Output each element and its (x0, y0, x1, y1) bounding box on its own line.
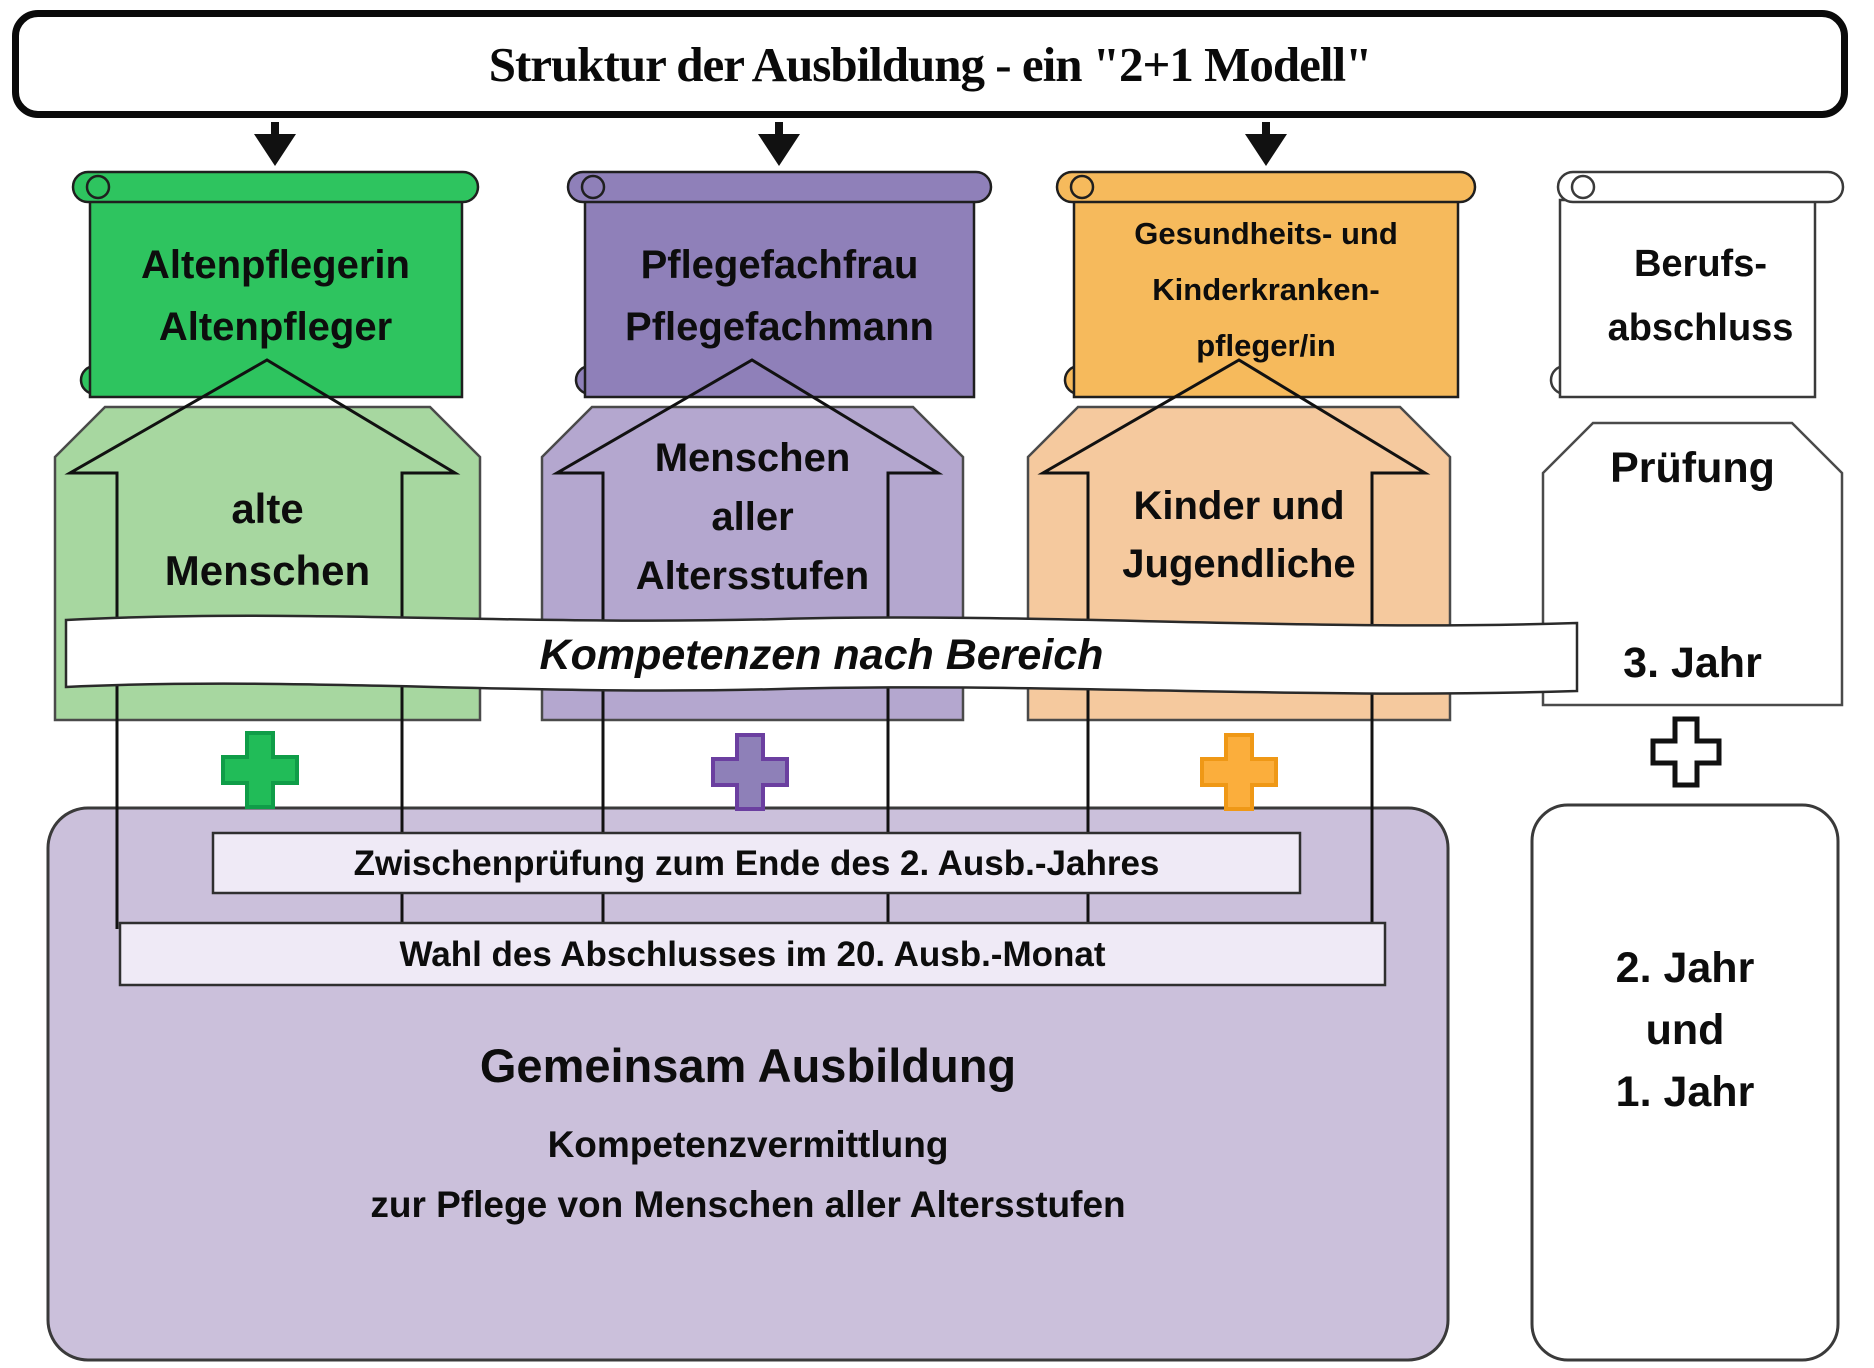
plus-icon-orange (1200, 733, 1278, 811)
common-training-subline1: Kompetenzvermittlung (547, 1124, 949, 1165)
target-line: Altersstufen (635, 554, 870, 598)
target-line: Menschen (164, 547, 371, 594)
scroll-line: Pflegefachmann (625, 305, 934, 349)
target-line: alte (231, 485, 304, 532)
target-line: Menschen (654, 436, 851, 480)
scroll-kinderkranken (1055, 170, 1477, 399)
down-arrow-icon (254, 122, 296, 166)
exam-label: Prüfung (1610, 444, 1775, 492)
zwischenpruefung-bar (211, 831, 1302, 895)
scroll-top-curl-icon (1570, 174, 1596, 200)
scroll-top-curl-icon (580, 174, 606, 200)
year3-label: 3. Jahr (1623, 639, 1762, 687)
up-arrow-outline-kinderkranken (1037, 358, 1431, 929)
scroll-label-altenpflege: Altenpflegerin Altenpfleger (73, 234, 478, 358)
years-line: 1. Jahr (1615, 1068, 1755, 1116)
competence-banner (64, 614, 1579, 695)
up-arrow-outline-pflegefach (551, 358, 944, 929)
scroll-line: pfleger/in (1196, 328, 1336, 363)
target-label-kinderkranken: Kinder und Jugendliche (1028, 477, 1450, 593)
down-arrow-icon (1245, 122, 1287, 166)
scroll-line: Kinderkranken- (1152, 272, 1380, 307)
wahl-bar (118, 921, 1387, 987)
scroll-line: Altenpflegerin (141, 243, 410, 287)
competence-banner-label: Kompetenzen nach Bereich (539, 631, 1104, 679)
scroll-line: Pflegefachfrau (640, 243, 919, 287)
scroll-line: Gesundheits- und (1134, 216, 1398, 251)
scroll-line: abschluss (1607, 307, 1794, 349)
years-line: 2. Jahr (1615, 944, 1755, 992)
years-line: und (1645, 1006, 1725, 1054)
scroll-line: Berufs- (1633, 243, 1768, 285)
common-training-heading: Gemeinsam Ausbildung (479, 1039, 1017, 1092)
scroll-berufsabschluss (1549, 170, 1845, 399)
scroll-label-pflegefach: Pflegefachfrau Pflegefachmann (568, 234, 991, 358)
years-box-label: 2. Jahr und 1. Jahr (1532, 937, 1838, 1123)
scroll-top-curl-icon (85, 174, 111, 200)
target-line: Jugendliche (1122, 542, 1356, 586)
scroll-label-berufsabschluss: Berufs- abschluss (1558, 232, 1843, 360)
scroll-label-kinderkranken: Gesundheits- und Kinderkranken- pfleger/… (1057, 206, 1475, 374)
plus-icon-white (1650, 716, 1722, 788)
zwischenpruefung-bar-label: Zwischenprüfung zum Ende des 2. Ausb.-Ja… (353, 844, 1160, 883)
target-line: aller (711, 495, 794, 539)
target-label-pflegefach: Menschen aller Altersstufen (542, 429, 963, 606)
target-label-altenpflege: alte Menschen (55, 478, 480, 602)
years-box (1530, 803, 1840, 1362)
down-arrow-icon (758, 122, 800, 166)
wahl-bar-label: Wahl des Abschlusses im 20. Ausb.-Monat (399, 935, 1106, 974)
scroll-top-curl-icon (1069, 174, 1095, 200)
plus-icon-purple (711, 733, 789, 811)
title-box: Struktur der Ausbildung - ein "2+1 Model… (12, 10, 1848, 118)
exam-block (1541, 421, 1844, 707)
plus-icon-green (221, 731, 299, 809)
common-training-subline2: zur Pflege von Menschen aller Altersstuf… (370, 1184, 1126, 1225)
up-arrow-outline-altenpflege (64, 358, 461, 929)
target-line: Kinder und (1133, 484, 1345, 528)
scroll-line: Altenpfleger (158, 305, 393, 349)
page-title: Struktur der Ausbildung - ein "2+1 Model… (488, 36, 1373, 92)
scroll-pflegefach (566, 170, 993, 399)
